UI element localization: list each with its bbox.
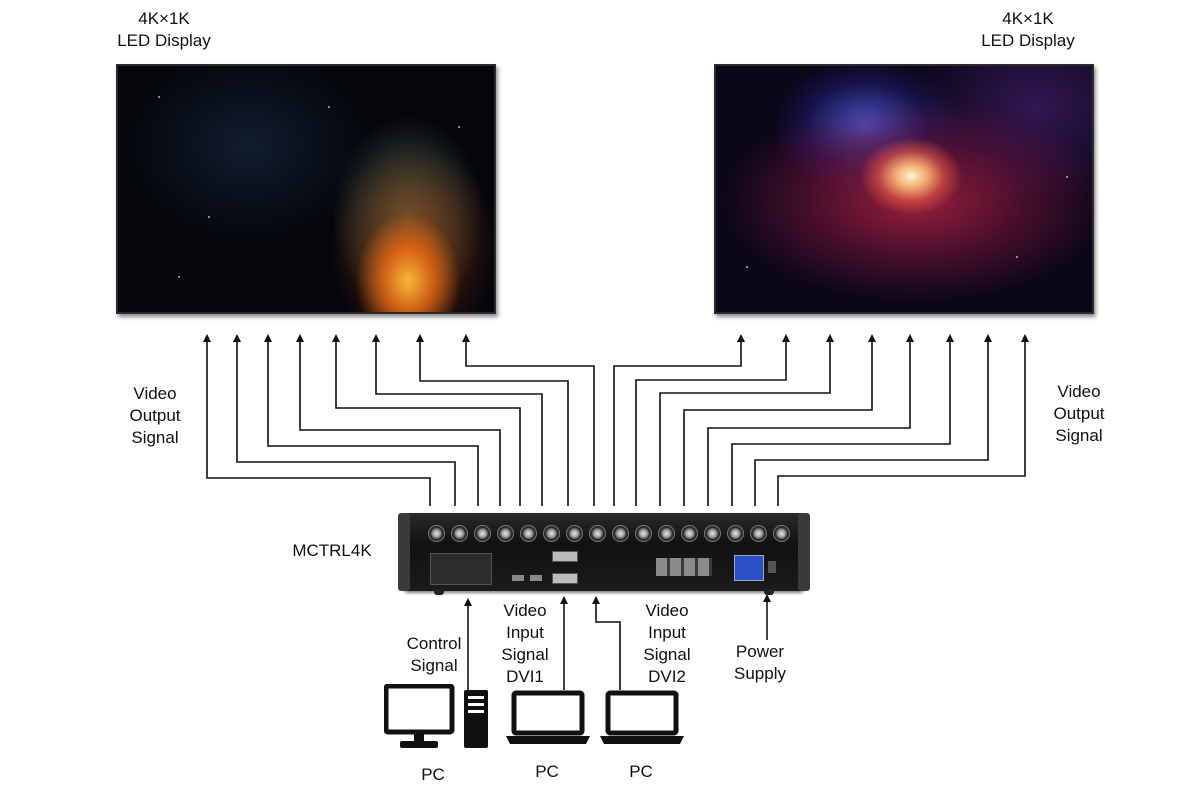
ethernet-output-port: [612, 525, 629, 542]
video-output-wire-left-2: [233, 334, 456, 506]
rack-ear-right: [798, 513, 810, 591]
video-output-signal-left-label: Video Output Signal: [110, 383, 200, 449]
label-line: Signal: [1055, 426, 1103, 445]
ethernet-output-port: [497, 525, 514, 542]
laptop-icon: [506, 690, 590, 744]
video-output-wire-left-6: [372, 334, 543, 506]
video-output-wire-right-2: [754, 334, 992, 506]
label-line: Video: [133, 384, 177, 403]
label-line: Control: [406, 634, 462, 653]
video-output-wire-left-4: [296, 334, 501, 506]
power-supply-label: Power Supply: [720, 641, 800, 685]
video-output-wire-right-4: [707, 334, 914, 506]
label-line: Signal: [410, 656, 458, 675]
left-display-label: 4K×1K LED Display: [104, 8, 224, 52]
video-output-wire-left-8: [462, 334, 595, 506]
video-output-signal-right-label: Video Output Signal: [1034, 381, 1124, 447]
left-display-resolution: 4K×1K: [138, 9, 190, 28]
ethernet-output-port: [658, 525, 675, 542]
video-input-dvi1-label: Video Input Signal DVI1: [490, 600, 560, 688]
label-line: Input: [506, 623, 544, 642]
ethernet-output-port: [566, 525, 583, 542]
video-output-wire-left-5: [332, 334, 521, 506]
control-panel: [430, 553, 492, 585]
dvi-port-1: [552, 551, 578, 562]
right-led-display: [714, 64, 1094, 314]
desktop-pc-group: [384, 684, 488, 748]
video-output-wire-right-7: [635, 334, 790, 506]
ethernet-output-port: [750, 525, 767, 542]
pc-label-1: PC: [421, 765, 445, 784]
mctrl4k-controller: [398, 513, 810, 591]
video-output-wire-right-3: [731, 334, 954, 506]
ethernet-output-port: [543, 525, 560, 542]
dp-port: [530, 575, 542, 581]
power-socket: [734, 555, 764, 581]
dvi-port-2: [552, 573, 578, 584]
device-foot-left: [434, 589, 444, 595]
laptop-icon: [600, 690, 684, 744]
left-led-display: [116, 64, 496, 314]
ethernet-output-port: [635, 525, 652, 542]
video-output-wire-left-1: [203, 334, 431, 506]
label-line: Signal: [501, 645, 549, 664]
ethernet-output-port: [773, 525, 790, 542]
video-output-wire-right-1: [777, 334, 1029, 506]
label-line: DVI2: [648, 667, 686, 686]
video-output-wire-right-6: [659, 334, 834, 506]
ethernet-output-port: [589, 525, 606, 542]
label-line: Supply: [734, 664, 786, 683]
label-line: Power: [735, 642, 785, 661]
right-display-resolution: 4K×1K: [1002, 9, 1054, 28]
video-output-wire-right-8: [613, 334, 745, 506]
ethernet-output-port: [727, 525, 744, 542]
right-display-name: LED Display: [981, 31, 1075, 50]
ethernet-output-port: [451, 525, 468, 542]
ethernet-output-port: [704, 525, 721, 542]
label-line: Input: [648, 623, 686, 642]
ethernet-output-port: [474, 525, 491, 542]
ethernet-output-port: [681, 525, 698, 542]
device-name-label: MCTRL4K: [292, 541, 372, 560]
ethernet-output-port: [520, 525, 537, 542]
tower-pc-icon: [464, 690, 488, 748]
dvi2-input-wire: [592, 596, 621, 690]
label-line: Video: [503, 601, 547, 620]
pc-label-2: PC: [535, 762, 559, 781]
ethernet-output-port: [428, 525, 445, 542]
right-display-label: 4K×1K LED Display: [968, 8, 1088, 52]
video-output-wire-left-7: [416, 334, 569, 506]
label-line: Output: [1053, 404, 1105, 423]
label-line: Video: [1057, 382, 1101, 401]
power-switch: [768, 561, 776, 573]
control-signal-label: Control Signal: [396, 633, 472, 677]
label-line: DVI1: [506, 667, 544, 686]
pc-label-3: PC: [629, 762, 653, 781]
label-line: Video: [645, 601, 689, 620]
video-input-dvi2-label: Video Input Signal DVI2: [632, 600, 702, 688]
video-output-wire-left-3: [264, 334, 479, 506]
desktop-monitor-icon: [384, 684, 455, 748]
hdmi-port: [512, 575, 524, 581]
label-line: Signal: [643, 645, 691, 664]
device-foot-right: [764, 589, 774, 595]
label-line: Signal: [131, 428, 179, 447]
left-display-name: LED Display: [117, 31, 211, 50]
rack-ear-left: [398, 513, 410, 591]
label-line: Output: [129, 406, 181, 425]
video-output-wire-right-5: [683, 334, 876, 506]
expansion-ports: [656, 558, 712, 576]
